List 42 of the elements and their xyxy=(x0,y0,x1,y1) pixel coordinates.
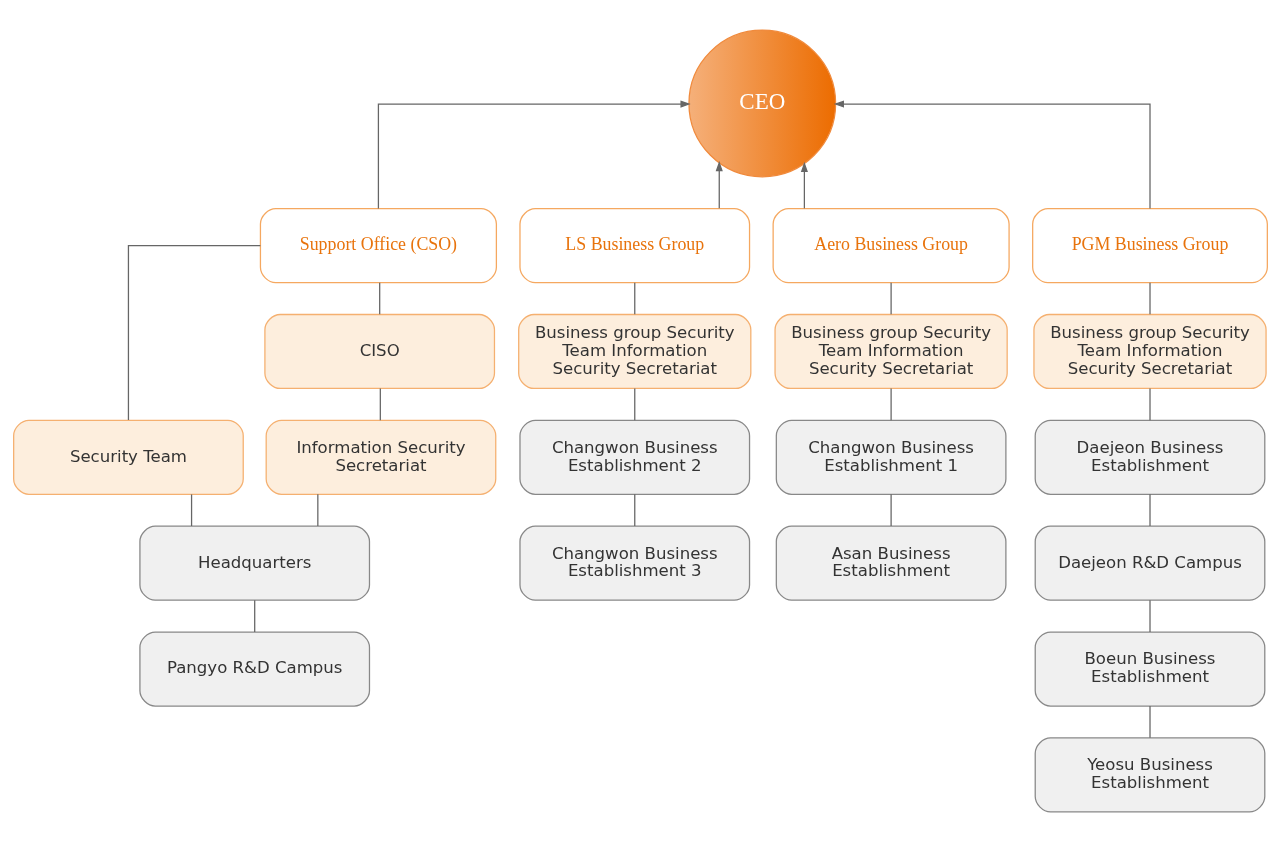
node-box: Changwon Business Establishment 2 xyxy=(519,419,751,495)
connector xyxy=(890,282,892,315)
connector xyxy=(190,493,193,527)
node-box: Boeun Business Establishment xyxy=(1034,631,1266,707)
node-circle: CEO xyxy=(688,29,837,178)
node-box: Business group Security Team Information Security Secretariat xyxy=(774,313,1008,390)
connector xyxy=(317,493,319,527)
node-box: PGM Business Group xyxy=(1032,208,1268,284)
connector xyxy=(379,387,381,421)
connector xyxy=(127,245,261,421)
connector xyxy=(634,493,636,527)
connector xyxy=(634,282,636,315)
arrow xyxy=(800,161,808,209)
node-box: Business group Security Team Information Security Secretariat xyxy=(1033,313,1267,390)
node-box: Asan Business Establishment xyxy=(775,525,1007,601)
connector xyxy=(379,282,381,315)
connector xyxy=(254,599,256,633)
node-box: Aero Business Group xyxy=(772,208,1010,284)
arrow xyxy=(833,100,1151,210)
node-box: Information Security Secretariat xyxy=(265,419,497,495)
arrow xyxy=(715,161,723,209)
connector xyxy=(1149,387,1151,421)
connector xyxy=(1149,599,1151,633)
connector xyxy=(890,493,892,527)
node-box: Daejeon Business Establishment xyxy=(1034,419,1266,495)
node-box: Security Team xyxy=(13,419,244,495)
node-box: CISO xyxy=(264,313,496,390)
node-box: Yeosu Business Establishment xyxy=(1034,737,1266,813)
node-box: Pangyo R&D Campus xyxy=(139,631,371,707)
node-box: Changwon Business Establishment 3 xyxy=(519,525,751,601)
node-box: Daejeon R&D Campus xyxy=(1034,525,1266,601)
connector xyxy=(1149,282,1151,315)
node-box: Headquarters xyxy=(139,525,371,601)
connector xyxy=(634,387,636,421)
node-box: Support Office (CSO) xyxy=(259,208,497,284)
arrow xyxy=(377,100,691,210)
node-box: LS Business Group xyxy=(519,208,751,284)
connector xyxy=(1149,493,1151,527)
connector xyxy=(890,387,892,421)
node-box: Business group Security Team Information Security Secretariat xyxy=(518,313,752,390)
node-box: Changwon Business Establishment 1 xyxy=(775,419,1007,495)
connector xyxy=(1149,705,1151,739)
